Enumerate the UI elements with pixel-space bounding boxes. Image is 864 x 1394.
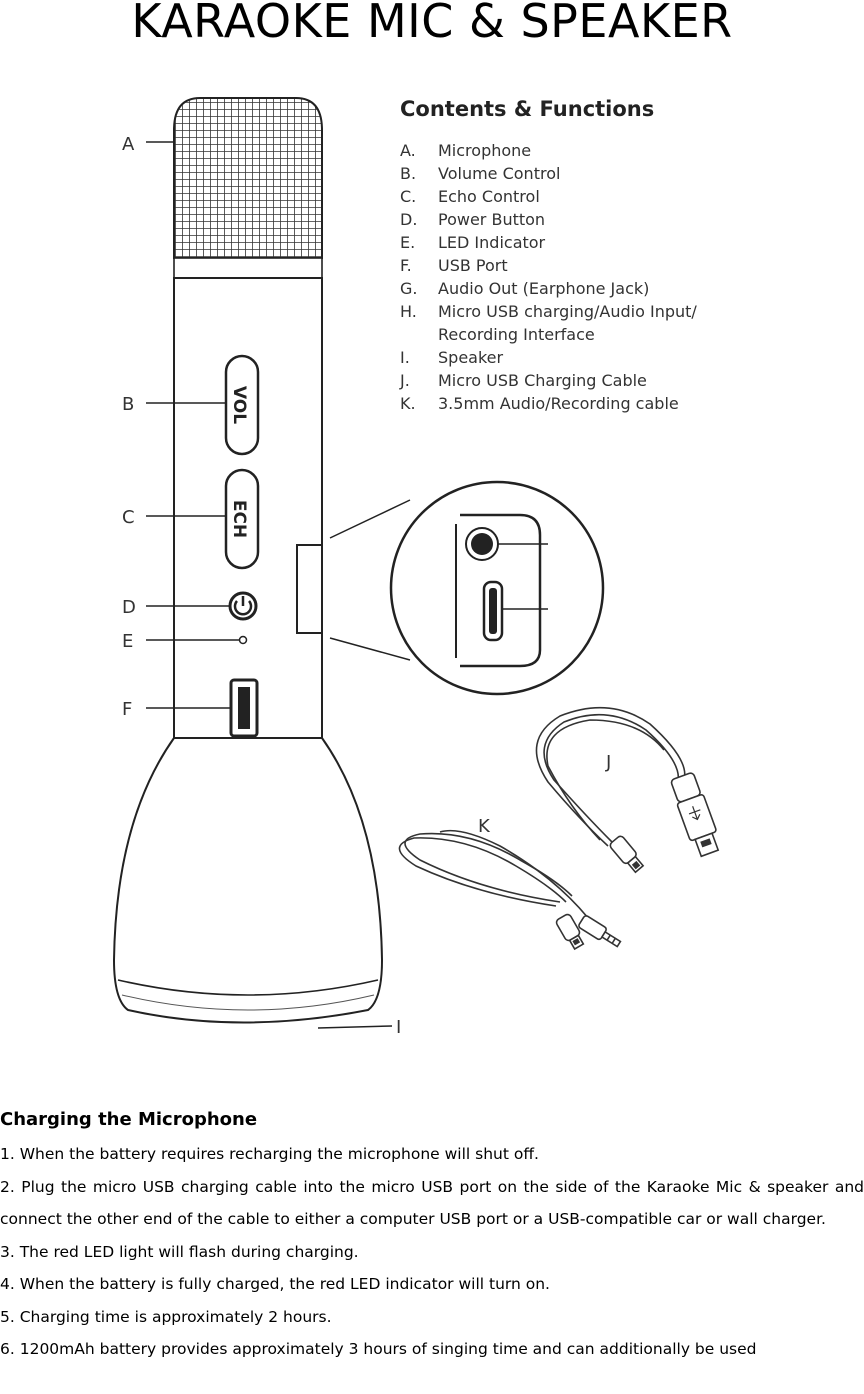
contents-letter: B.	[400, 164, 416, 183]
charging-step: 6. 1200mAh battery provides approximatel…	[0, 1340, 757, 1358]
charging-step: 1. When the battery requires recharging …	[0, 1145, 539, 1163]
contents-letter: E.	[400, 233, 415, 252]
led-indicator	[238, 635, 248, 645]
contents-text: Echo Control	[438, 187, 540, 206]
contents-letter: D.	[400, 210, 417, 229]
charging-step: 3. The red LED light will flash during c…	[0, 1242, 359, 1261]
callout-b: B	[122, 394, 134, 415]
contents-letter: G.	[400, 279, 417, 298]
volume-button-label: VOL	[229, 386, 249, 424]
charging-step: 2. Plug the micro USB charging cable int…	[0, 1177, 864, 1229]
callout-f: F	[122, 699, 132, 720]
contents-text: USB Port	[438, 256, 508, 275]
audio-cable	[398, 829, 622, 951]
microphone-head	[173, 97, 323, 279]
callout-lines	[146, 141, 411, 1029]
callout-k: K	[478, 816, 491, 837]
charging-step: 4. When the battery is fully charged, th…	[0, 1275, 550, 1293]
contents-text: Power Button	[438, 210, 545, 229]
section-heading: Charging the Microphone	[0, 1109, 258, 1130]
callout-e: E	[122, 631, 133, 652]
usb-port	[229, 678, 259, 738]
contents-text: Micro USB charging/Audio Input/	[438, 302, 697, 321]
contents-letter: C.	[400, 187, 416, 206]
volume-button: VOL	[224, 354, 260, 456]
callout-j: J	[605, 752, 611, 773]
contents-text: Speaker	[438, 348, 504, 367]
echo-button: ECH	[224, 468, 260, 570]
power-icon	[228, 591, 258, 621]
contents-letter: J.	[399, 371, 410, 390]
contents-letter: F.	[400, 256, 412, 275]
speaker-base	[112, 737, 384, 1024]
page-title: KARAOKE MIC & SPEAKER	[131, 0, 733, 48]
contents-letter: H.	[400, 302, 417, 321]
micro-usb-cable	[535, 706, 720, 874]
contents-text: LED Indicator	[438, 233, 546, 252]
charging-step: 5. Charging time is approximately 2 hour…	[0, 1307, 332, 1326]
contents-list: Contents & Functions A. Microphone B. Vo…	[399, 97, 697, 413]
contents-letter: I.	[400, 348, 410, 367]
callout-a: A	[122, 134, 135, 155]
contents-text: Recording Interface	[438, 325, 595, 344]
contents-letter: A.	[400, 141, 416, 160]
contents-heading: Contents & Functions	[400, 97, 654, 121]
charging-section: Charging the Microphone 1. When the batt…	[0, 1108, 864, 1366]
contents-letter: K.	[400, 394, 416, 413]
contents-text: Microphone	[438, 141, 531, 160]
callout-c: C	[122, 507, 135, 528]
callout-i: I	[396, 1017, 401, 1038]
echo-button-label: ECH	[229, 500, 249, 538]
callout-d: D	[122, 597, 136, 618]
contents-text: Audio Out (Earphone Jack)	[438, 279, 649, 298]
contents-text: 3.5mm Audio/Recording cable	[438, 394, 679, 413]
product-diagram: VOL ECH A B C D E	[112, 97, 720, 1038]
port-detail-magnifier	[389, 480, 605, 696]
contents-text: Micro USB Charging Cable	[438, 371, 647, 390]
contents-text: Volume Control	[438, 164, 560, 183]
